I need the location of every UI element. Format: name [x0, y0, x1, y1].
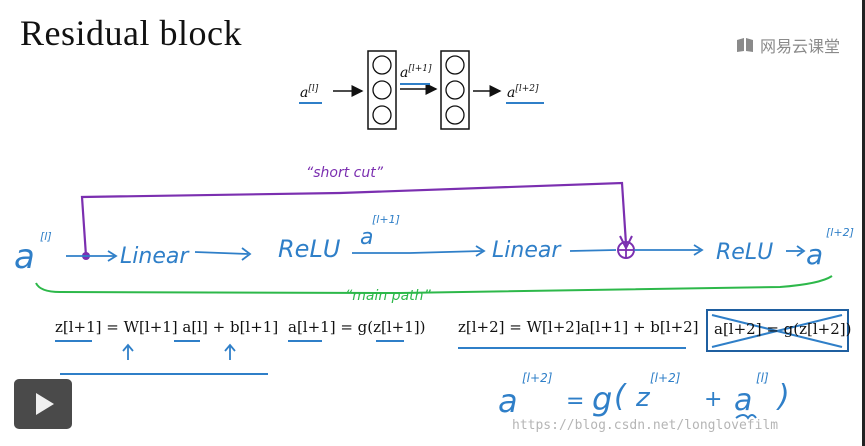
- output-activation: a: [806, 238, 823, 271]
- play-button[interactable]: [14, 379, 72, 429]
- svg-text:z: z: [635, 383, 651, 413]
- relu-step-2: ReLU: [716, 240, 773, 265]
- svg-text:a: a: [734, 383, 752, 418]
- output-label: a[l+2]: [507, 84, 539, 101]
- mid-activation-sup: [l+1]: [372, 213, 400, 226]
- neuron: [445, 80, 465, 100]
- svg-text:=: =: [566, 389, 584, 414]
- svg-text:a: a: [498, 382, 518, 420]
- middle-label: a[l+1]: [400, 64, 432, 81]
- neuron: [445, 105, 465, 125]
- input-label: a[l]: [300, 84, 319, 101]
- svg-text:): ): [776, 379, 790, 414]
- main-path-bracket: “main path”: [35, 275, 833, 304]
- equation-annotations: [55, 309, 849, 375]
- svg-text:[l]: [l]: [756, 371, 769, 385]
- main-path-label: “main path”: [345, 288, 432, 304]
- neuron: [372, 55, 392, 75]
- play-icon: [36, 393, 54, 415]
- brand-logo: 网易云课堂: [736, 33, 840, 57]
- neuron: [372, 80, 392, 100]
- final-formula: a [l+2] = g ( z [l+2] + a [l] ): [498, 371, 790, 420]
- layer-box-2: [440, 50, 470, 130]
- input-activation-sup: [l]: [40, 230, 52, 243]
- layer-box-1: [367, 50, 397, 130]
- slide-title: Residual block: [20, 13, 242, 53]
- relu-step-1: ReLU: [278, 235, 341, 263]
- equation-2: a[l+1] = g(z[l+1]): [288, 318, 426, 336]
- shortcut-path: “short cut”: [80, 165, 633, 260]
- neuron: [445, 55, 465, 75]
- shortcut-label: “short cut”: [306, 165, 384, 181]
- svg-text:[l+2]: [l+2]: [650, 371, 681, 385]
- svg-text:g: g: [592, 380, 612, 418]
- input-activation: a: [14, 237, 35, 277]
- linear-step-2: Linear: [492, 238, 562, 263]
- brand-text: 网易云课堂: [759, 37, 840, 56]
- mid-activation: a: [360, 225, 373, 250]
- svg-text:(: (: [614, 379, 627, 414]
- watermark: https://blog.csdn.net/longlovefilm: [512, 418, 779, 433]
- svg-text:[l+2]: [l+2]: [522, 371, 553, 385]
- neuron: [372, 105, 392, 125]
- book-icon: [736, 38, 753, 52]
- eq4-box: [706, 309, 849, 352]
- equation-1: z[l+1] = W[l+1] a[l] + b[l+1]: [55, 318, 279, 336]
- svg-text:+: +: [704, 387, 722, 412]
- linear-step-1: Linear: [120, 244, 190, 269]
- main-path: a [l] Linear ReLU a [l+1] Linear ReLU a: [14, 213, 854, 277]
- output-activation-sup: [l+2]: [826, 226, 854, 239]
- equation-4: a[l+2] = g(z[l+2]): [714, 320, 852, 338]
- equation-3: z[l+2] = W[l+2]a[l+1] + b[l+2]: [458, 318, 699, 336]
- network-diagram: a[l] a[l+1] a[l+2]: [299, 50, 544, 130]
